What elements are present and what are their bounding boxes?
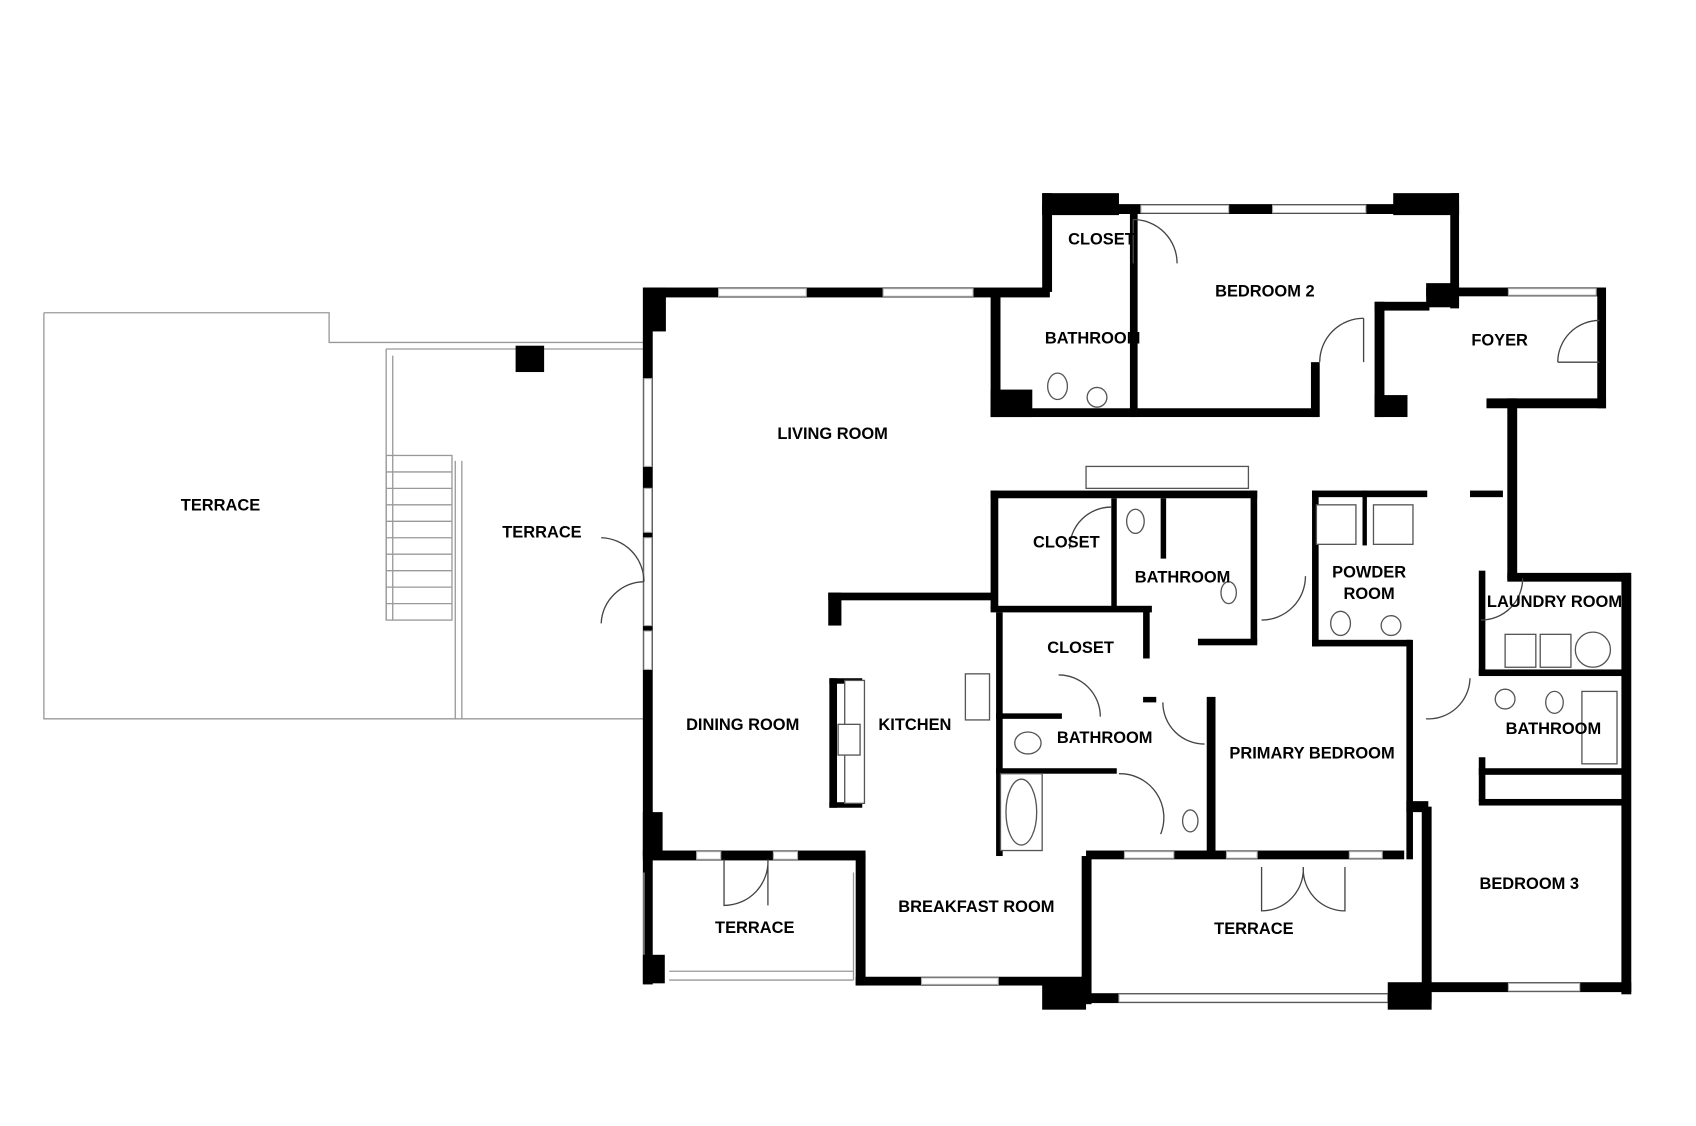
label-dining-room: DINING ROOM: [686, 716, 799, 734]
stairs: [385, 454, 453, 621]
exterior-walls: [642, 193, 1632, 1010]
label-bathroom-center: BATHROOM: [1135, 569, 1231, 587]
sw-terrace-outline: [642, 872, 855, 984]
label-closet-primary-1: CLOSET: [1033, 534, 1100, 552]
label-primary-bedroom: PRIMARY BEDROOM: [1229, 744, 1394, 762]
label-bedroom-3: BEDROOM 3: [1479, 875, 1579, 893]
label-closet-bed2: CLOSET: [1068, 231, 1135, 249]
label-terrace-stair: TERRACE: [502, 524, 581, 542]
room-labels: TERRACE TERRACE LIVING ROOM CLOSET BEDRO…: [181, 231, 1622, 938]
doors: [600, 218, 1600, 912]
label-terrace-sw: TERRACE: [715, 919, 794, 937]
label-terrace-west: TERRACE: [181, 496, 260, 514]
label-closet-primary-2: CLOSET: [1047, 639, 1114, 657]
label-foyer: FOYER: [1471, 332, 1528, 350]
label-breakfast-room: BREAKFAST ROOM: [898, 898, 1054, 916]
label-terrace-south: TERRACE: [1214, 920, 1293, 938]
label-powder-room-line1: POWDER: [1332, 563, 1406, 581]
label-laundry-room: LAUNDRY ROOM: [1487, 593, 1622, 611]
label-kitchen: KITCHEN: [878, 716, 951, 734]
label-bathroom-bed2: BATHROOM: [1045, 330, 1141, 348]
fixtures: [837, 372, 1618, 852]
column: [515, 345, 545, 373]
label-powder-room-line2: ROOM: [1344, 585, 1395, 603]
label-living-room: LIVING ROOM: [777, 425, 887, 443]
west-terrace-outline: [43, 312, 644, 720]
label-bedroom-2: BEDROOM 2: [1215, 282, 1315, 300]
label-bathroom-primary: BATHROOM: [1057, 729, 1153, 747]
interior-walls: [828, 490, 1626, 860]
label-bathroom-east: BATHROOM: [1506, 720, 1602, 738]
